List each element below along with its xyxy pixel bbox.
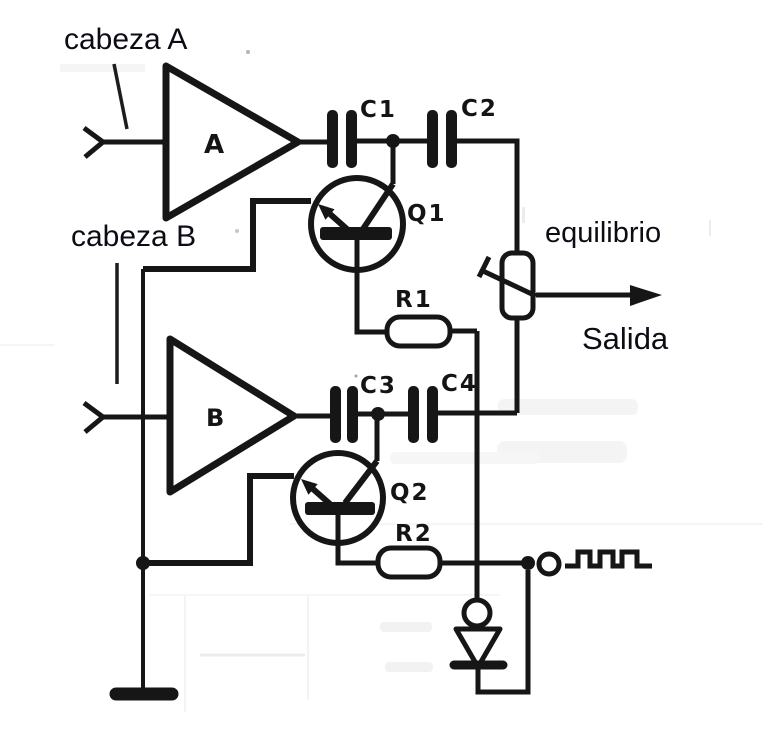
c4-plate-right xyxy=(427,386,438,443)
r1-body xyxy=(384,314,453,349)
r2-label: R2 xyxy=(395,521,433,547)
c3-label: C3 xyxy=(360,373,397,399)
c3-plate-right xyxy=(347,386,358,443)
amp-a-label: A xyxy=(204,130,224,160)
label-cabeza-b: cabeza B xyxy=(71,220,196,253)
q1-emitter-wire xyxy=(354,240,387,335)
c1-plate-left xyxy=(327,110,338,168)
q2-emitter-diagonal xyxy=(311,486,332,507)
transistor-q2: Q2 xyxy=(143,414,430,566)
q2-base-bar xyxy=(305,502,375,515)
amp-b-triangle xyxy=(166,335,298,496)
label-cabeza-a: cabeza A xyxy=(64,23,187,56)
inverter xyxy=(449,570,531,695)
junction-dot-ground xyxy=(136,556,150,570)
q2-collector-diagonal xyxy=(342,459,380,505)
c4-plate-left xyxy=(408,386,419,443)
junction-dot-output xyxy=(521,556,535,570)
c1-plate-right xyxy=(346,110,357,168)
transistor-q1: Q1 xyxy=(143,141,447,335)
output-terminal xyxy=(536,551,562,577)
amplifier-b: B xyxy=(82,335,298,496)
q2-label: Q2 xyxy=(390,480,430,506)
c2-plate-left xyxy=(427,110,438,168)
q2-emitter-wire xyxy=(335,514,378,566)
q2-emitter-arrow-icon xyxy=(301,479,318,495)
q1-collector-diagonal xyxy=(360,182,396,231)
capacitor-c3: C3 xyxy=(330,373,397,443)
q1-label: Q1 xyxy=(407,201,447,227)
capacitor-c4: C4 xyxy=(408,371,478,443)
pot-wiper-tick xyxy=(476,255,492,279)
inverter-triangle xyxy=(453,626,503,670)
r2-body xyxy=(375,545,443,580)
c3-plate-left xyxy=(330,386,341,443)
q1-emitter-arrow-icon xyxy=(318,204,335,220)
amp-b-label: B xyxy=(206,404,224,432)
pot-wiper-diagonal xyxy=(481,268,538,299)
c2-plate-right xyxy=(446,110,457,168)
wire-c2-to-potentiometer xyxy=(457,138,520,253)
cabeza-a-pointer-line xyxy=(112,63,129,130)
r1-label: R1 xyxy=(395,287,433,313)
ground-rail xyxy=(109,269,179,701)
label-salida: Salida xyxy=(582,321,669,356)
c1-label: C1 xyxy=(360,97,397,123)
c4-label: C4 xyxy=(441,371,478,397)
input-a-arrow-icon xyxy=(82,125,108,159)
q1-base-wire xyxy=(143,198,311,272)
square-wave-icon xyxy=(565,549,652,569)
c2-label: C2 xyxy=(461,96,498,122)
amplifier-a: A xyxy=(82,62,302,222)
potentiometer-equilibrio xyxy=(476,250,538,413)
salida-arrowhead-icon xyxy=(630,285,662,306)
amp-a-triangle xyxy=(162,62,302,222)
resistor-r2: R2 xyxy=(375,521,523,580)
q1-base-bar xyxy=(320,227,392,240)
salida-arrow xyxy=(536,285,662,306)
q2-base-wire xyxy=(143,473,294,566)
input-b-arrow-icon xyxy=(82,400,108,434)
label-equilibrio: equilibrio xyxy=(545,217,661,249)
resistor-r1: R1 xyxy=(384,287,477,349)
inverter-output-loop-wire xyxy=(475,570,531,695)
capacitor-c1: C1 xyxy=(327,97,397,168)
q1-emitter-diagonal xyxy=(328,211,350,233)
inverter-bubble xyxy=(461,597,493,629)
capacitor-c2: C2 xyxy=(427,96,498,168)
